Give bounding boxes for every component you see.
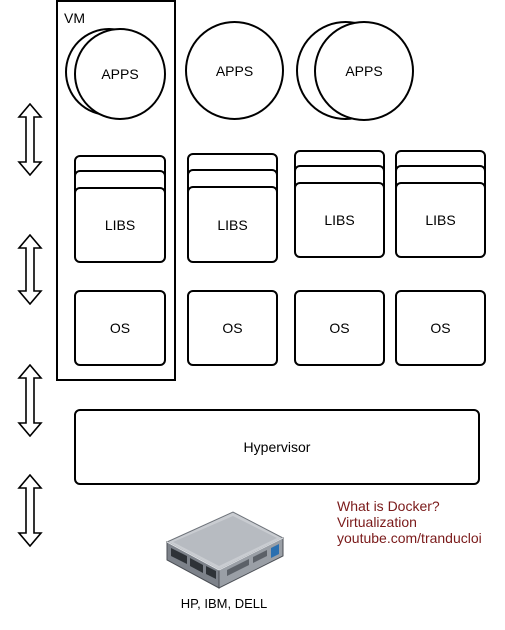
double-arrow-icon <box>17 103 43 176</box>
libs-label: LIBS <box>425 212 456 228</box>
os-label: OS <box>430 320 451 336</box>
apps-circle-3: APPS <box>314 21 414 121</box>
hardware-label: HP, IBM, DELL <box>180 596 268 611</box>
libs-label: LIBS <box>217 216 248 233</box>
vm-frame <box>56 0 176 381</box>
libs-label: LIBS <box>104 217 136 233</box>
libs-label: LIBS <box>324 212 355 228</box>
libs-box-1: LIBS <box>74 187 166 263</box>
os-box-1: OS <box>74 290 166 366</box>
credit-line-1: What is Docker? <box>337 498 440 514</box>
apps-label: APPS <box>101 66 139 82</box>
credit-line-3: youtube.com/tranducloi <box>337 530 482 546</box>
os-box-3: OS <box>294 290 385 366</box>
double-arrow-icon <box>17 364 43 437</box>
os-box-4: OS <box>395 290 486 366</box>
server-icon <box>165 511 285 589</box>
double-arrow-icon <box>17 474 43 547</box>
libs-box-2: LIBS <box>187 186 278 263</box>
libs-box-4: LIBS <box>395 182 486 258</box>
os-box-2: OS <box>187 290 278 366</box>
credit-text: What is Docker? Virtualization youtube.c… <box>337 498 482 546</box>
libs-box-3: LIBS <box>294 182 385 258</box>
os-label: OS <box>329 320 350 336</box>
double-arrow-icon <box>17 234 43 305</box>
hypervisor-label: Hypervisor <box>243 439 311 455</box>
hypervisor-box: Hypervisor <box>74 409 480 485</box>
apps-circle-1: APPS <box>74 28 166 120</box>
apps-circle-2: APPS <box>185 21 284 120</box>
apps-label: APPS <box>345 63 383 79</box>
os-label: OS <box>109 320 131 336</box>
os-label: OS <box>222 320 243 336</box>
credit-line-2: Virtualization <box>337 514 417 530</box>
vm-label: VM <box>64 10 85 26</box>
apps-label: APPS <box>215 62 254 79</box>
